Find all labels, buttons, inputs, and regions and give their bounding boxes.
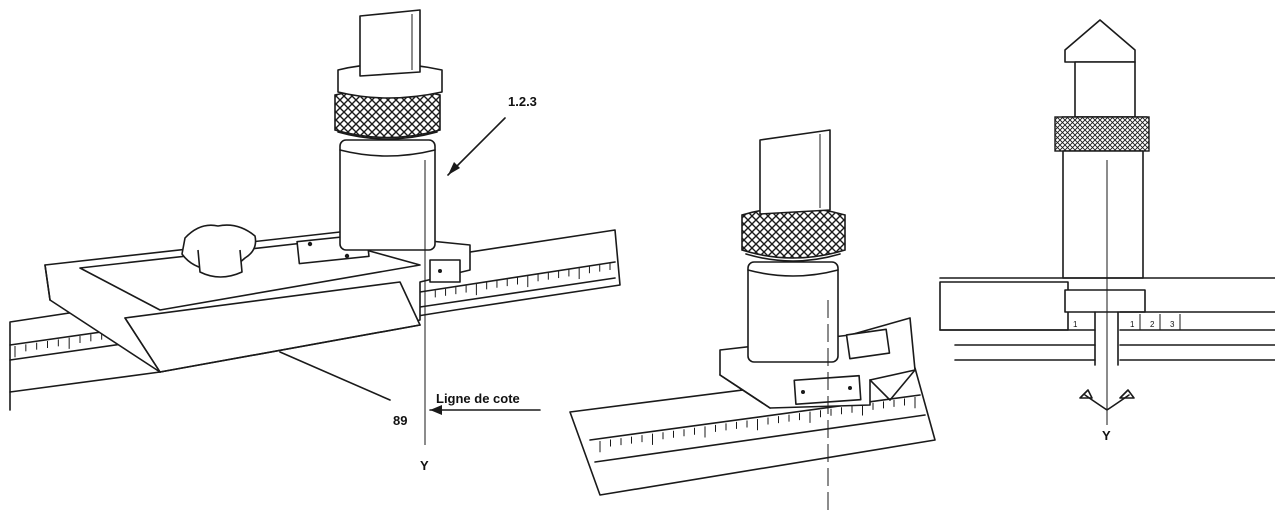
label-dimension-line: Ligne de cote	[436, 391, 520, 406]
axis-rotation-symbol	[1079, 389, 1135, 411]
left-column	[334, 9, 443, 251]
label-item-ref: 1.2.3	[508, 94, 537, 109]
leader-item-ref	[447, 117, 506, 176]
left-carriage-body	[44, 231, 471, 401]
figure-right-section: 1 1 2 3 Y	[939, 19, 1275, 443]
label-part-ref: 89	[393, 413, 407, 428]
label-axis-y-right: Y	[1102, 428, 1111, 443]
middle-rail-scale-ticks	[599, 397, 916, 453]
dimension-arrow	[429, 405, 541, 415]
figure-left-carriage: 1.2.3 89 Ligne de cote Y	[9, 9, 621, 473]
middle-carriage-body	[719, 317, 916, 409]
middle-column	[741, 129, 846, 363]
scale-number-1b: 1	[1130, 320, 1135, 329]
label-axis-y-left: Y	[420, 458, 429, 473]
scale-number-1a: 1	[1073, 320, 1078, 329]
figure-middle-carriage	[569, 129, 936, 514]
right-column	[1054, 19, 1150, 279]
scale-number-2: 2	[1150, 320, 1155, 329]
scale-number-3: 3	[1170, 320, 1175, 329]
left-star-knob	[181, 224, 257, 278]
right-rail-section	[939, 277, 1275, 366]
